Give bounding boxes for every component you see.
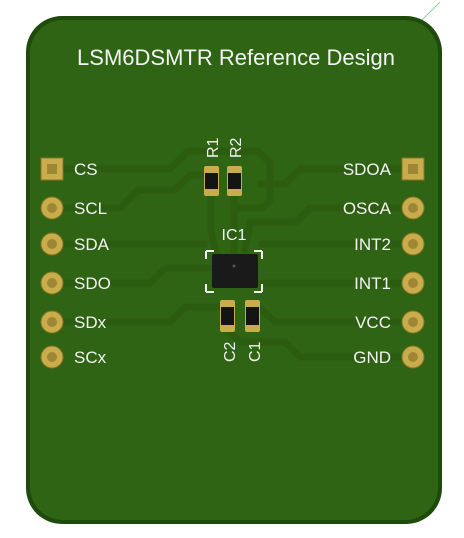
leader-line (419, 1, 441, 23)
pin-sdo: SDO (40, 271, 111, 295)
trace (48, 303, 229, 326)
pin-gnd: GND (353, 345, 425, 369)
trace (48, 264, 214, 287)
capacitor-c1 (245, 300, 260, 332)
trace (207, 192, 220, 258)
resistor-r1 (204, 166, 219, 196)
c1-label: C1 (247, 341, 264, 362)
pin-label-sdoa: SDOA (343, 160, 392, 179)
capacitor-c2 (220, 300, 235, 332)
pin-label-int2: INT2 (354, 235, 391, 254)
pin-scx: SCx (40, 345, 107, 369)
c2-label: C2 (222, 341, 239, 362)
pin-label-vcc: VCC (355, 313, 391, 332)
pin-label-sda: SDA (74, 235, 110, 254)
pin-osca: OSCA (343, 196, 425, 220)
copper-traces (48, 147, 417, 361)
pin-sdoa: SDOA (343, 157, 425, 181)
trace (241, 204, 417, 254)
resistor-r2 (227, 166, 242, 196)
pin-int1: INT1 (354, 271, 425, 295)
pin-label-cs: CS (74, 160, 98, 179)
ic1-label: IC1 (222, 227, 247, 244)
pin-vcc: VCC (355, 310, 425, 334)
pin-label-scx: SCx (74, 348, 107, 367)
pin-int2: INT2 (354, 232, 425, 256)
trace (226, 328, 417, 361)
pin-scl: SCL (40, 196, 107, 220)
pin-label-sdx: SDx (74, 313, 107, 332)
trace (48, 147, 274, 212)
pin-sda: SDA (40, 232, 110, 256)
pin-cs: CS (40, 157, 98, 181)
ic1-chip (205, 250, 263, 293)
trace (256, 165, 417, 188)
trace (48, 171, 210, 212)
pin-sdx: SDx (40, 310, 107, 334)
pin-label-int1: INT1 (354, 274, 391, 293)
r2-label: R2 (228, 137, 245, 158)
pin-label-sdo: SDO (74, 274, 111, 293)
r1-label: R1 (205, 137, 222, 158)
pin-label-scl: SCL (74, 199, 107, 218)
pin-label-osca: OSCA (343, 199, 392, 218)
pin-label-gnd: GND (353, 348, 391, 367)
board-title: LSM6DSMTR Reference Design (77, 45, 395, 70)
